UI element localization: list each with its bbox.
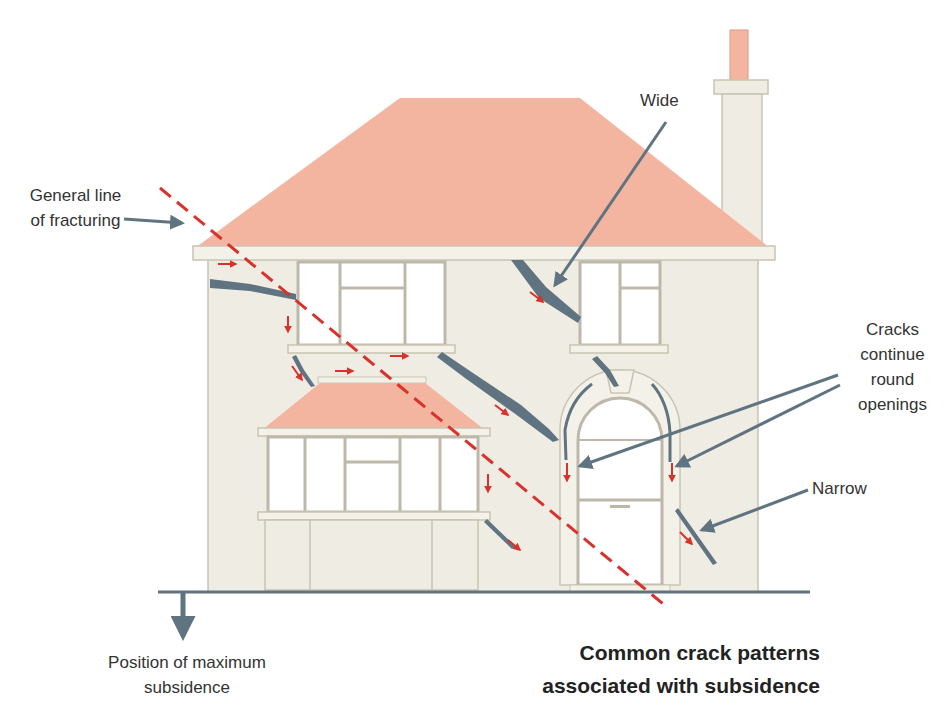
callout-label: Narrow	[812, 476, 902, 501]
subsidence-label: Position of maximum subsidence	[82, 650, 292, 700]
subsidence-arrow	[181, 592, 186, 636]
eaves	[193, 246, 775, 260]
bay-window	[258, 377, 490, 590]
hip-roof	[195, 98, 770, 248]
front-door	[560, 370, 680, 592]
leader-line	[124, 122, 840, 530]
diagram-title: Common crack patterns associated with su…	[470, 636, 820, 702]
upper-window	[288, 262, 455, 353]
crack	[210, 260, 717, 565]
house-wall	[208, 255, 758, 592]
fracture-label: General line of fracturing	[28, 183, 123, 233]
movement-arrow	[218, 264, 692, 550]
ground-line	[158, 591, 810, 594]
callout-label: Cracks continue round openings	[845, 317, 940, 417]
callout-label: Wide	[640, 88, 700, 113]
fracture-line	[160, 188, 668, 608]
crack	[565, 384, 670, 462]
upper-window	[570, 262, 668, 353]
